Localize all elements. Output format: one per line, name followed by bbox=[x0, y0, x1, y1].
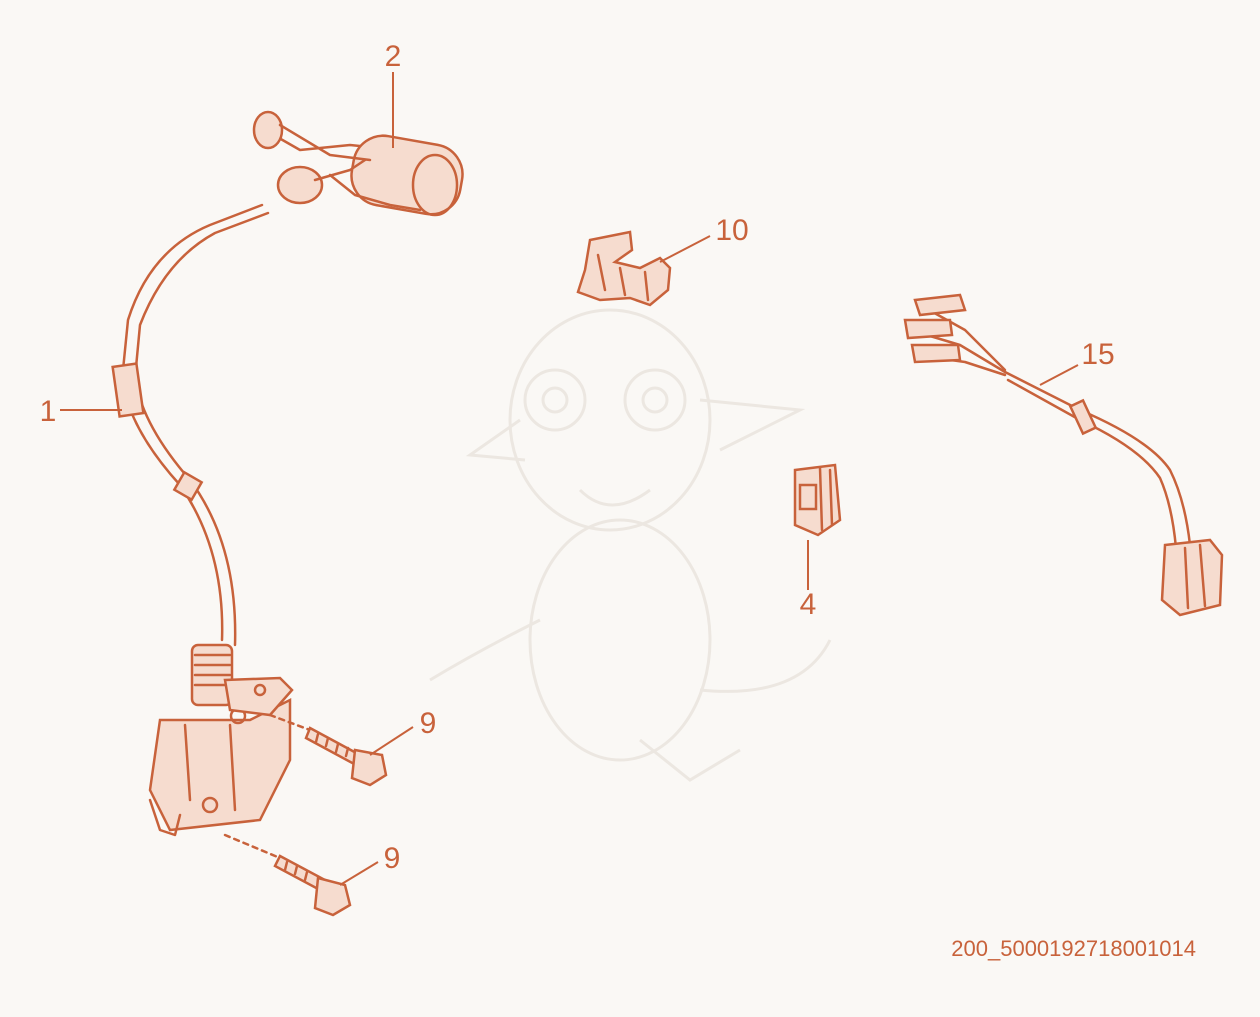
watermark-dragon-illustration bbox=[429, 308, 832, 782]
leader-lines bbox=[60, 72, 1079, 886]
wiring-harness bbox=[903, 293, 1224, 617]
clutch-hydraulic-line bbox=[111, 203, 270, 647]
callout-1: 1 bbox=[40, 395, 57, 428]
slave-cylinder-bracket bbox=[148, 643, 294, 837]
bolt bbox=[223, 833, 352, 917]
callout-4: 4 bbox=[800, 588, 817, 621]
callout-9-upper: 9 bbox=[420, 707, 437, 740]
callout-2: 2 bbox=[385, 40, 402, 73]
connector bbox=[793, 463, 842, 537]
master-cylinder bbox=[252, 110, 464, 217]
callout-15: 15 bbox=[1081, 338, 1114, 371]
bolt bbox=[268, 713, 388, 787]
callout-labels: 2 1 10 15 4 9 9 bbox=[40, 40, 1115, 875]
retaining-clip bbox=[576, 230, 672, 307]
callout-10: 10 bbox=[715, 214, 748, 247]
callout-9-lower: 9 bbox=[384, 842, 401, 875]
diagram-id: 200_5000192718001014 bbox=[951, 936, 1196, 961]
